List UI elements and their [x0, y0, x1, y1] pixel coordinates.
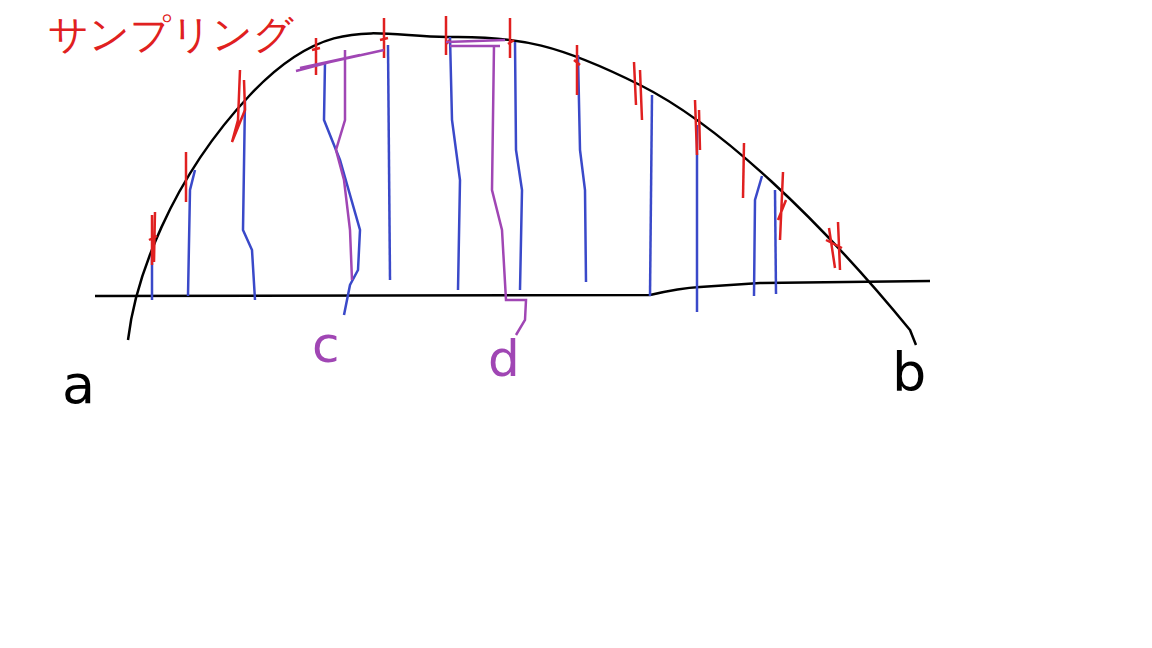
sample-lines: [152, 37, 776, 315]
sample-ticks: [149, 16, 842, 270]
sampling-title: サンプリング: [48, 14, 294, 54]
point-label: d: [488, 334, 520, 384]
point-label: c: [312, 320, 340, 370]
axis-line: [95, 281, 930, 296]
function-curve: [128, 33, 916, 345]
point-label: b: [892, 346, 926, 400]
interval-marks: [296, 40, 526, 335]
point-label: a: [62, 358, 95, 412]
